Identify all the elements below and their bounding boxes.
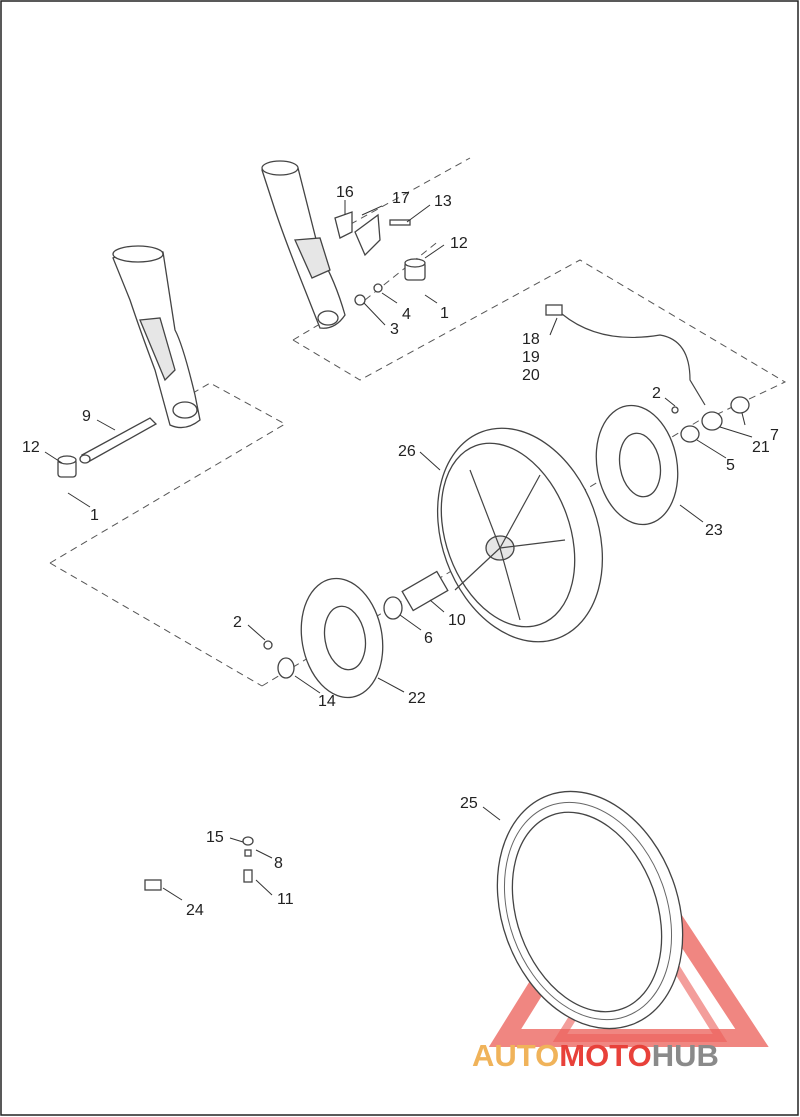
leader-lines [44, 200, 753, 901]
callout-9: 9 [82, 408, 91, 425]
callout-10: 10 [448, 612, 466, 629]
callout-2-upper: 2 [652, 385, 661, 402]
callout-1-left: 1 [90, 507, 99, 524]
callout-11: 11 [277, 891, 294, 908]
callout-20: 20 [522, 367, 540, 384]
watermark-auto: AUTO [472, 1038, 559, 1073]
callout-17: 17 [392, 190, 410, 207]
callout-12-upper: 12 [450, 235, 468, 252]
watermark-moto: MOTO [559, 1038, 651, 1073]
callout-14: 14 [318, 693, 336, 710]
callout-26: 26 [398, 443, 416, 460]
callout-15: 15 [206, 829, 224, 846]
callout-23: 23 [705, 522, 723, 539]
callout-12-left: 12 [22, 439, 40, 456]
watermark-text: AUTOMOTOHUB [472, 1038, 719, 1073]
callout-25: 25 [460, 795, 478, 812]
hub-parts [263, 570, 449, 679]
small-parts [57, 211, 750, 478]
callout-21: 21 [752, 439, 770, 456]
callout-8: 8 [274, 855, 283, 872]
callout-19: 19 [522, 349, 540, 366]
callout-6: 6 [424, 630, 433, 647]
callout-7: 7 [770, 427, 779, 444]
callout-labels: 16 17 13 12 4 1 3 18 19 20 9 12 1 2 7 21… [22, 184, 779, 919]
callout-22: 22 [408, 690, 426, 707]
callout-5: 5 [726, 457, 735, 474]
callout-13: 13 [434, 193, 452, 210]
brake-rotor-left [300, 577, 384, 699]
callout-18: 18 [522, 331, 540, 348]
callout-4: 4 [402, 306, 411, 323]
brake-rotor-right [595, 404, 679, 526]
callout-2-lower: 2 [233, 614, 242, 631]
callout-3: 3 [390, 321, 399, 338]
callout-16: 16 [336, 184, 354, 201]
valve-parts [144, 836, 254, 891]
front-axle [79, 417, 158, 464]
watermark-hub: HUB [652, 1038, 719, 1073]
front-wheel [436, 427, 604, 643]
front-tire [496, 790, 684, 1030]
fork-leg-right [261, 160, 346, 329]
callout-1-upper: 1 [440, 305, 449, 322]
callout-24: 24 [186, 902, 204, 919]
fork-leg-left [112, 245, 201, 429]
